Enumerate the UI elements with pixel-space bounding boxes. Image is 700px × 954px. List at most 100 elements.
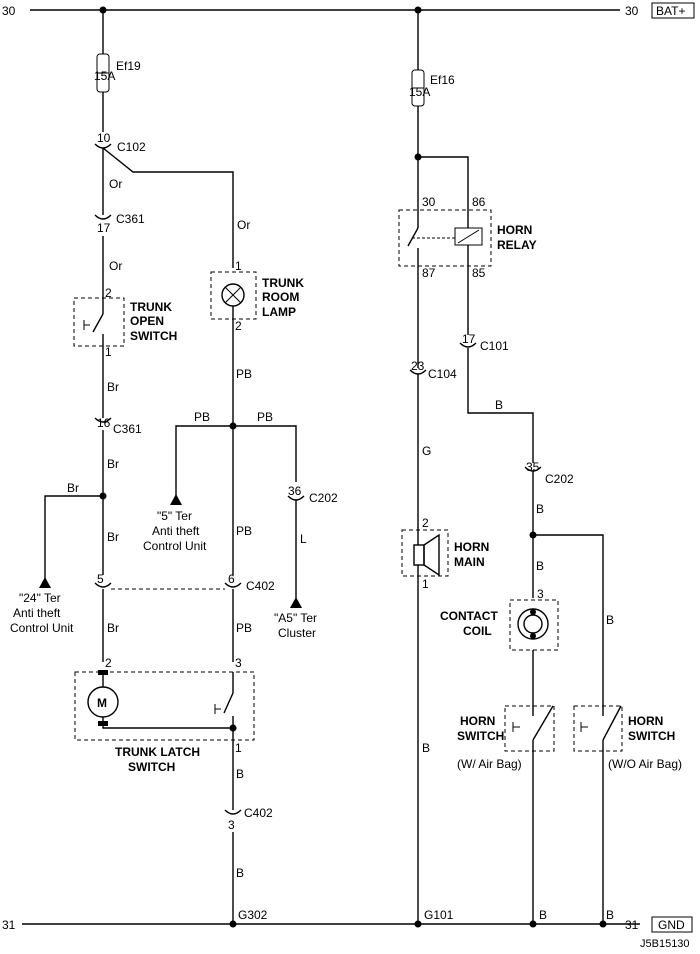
wire-br-5: Br (107, 621, 119, 635)
wire-br-3: Br (67, 481, 79, 495)
terminal-5-anti-theft: "5" Ter Anti theft Control Unit (143, 509, 207, 553)
ter24-line2: Anti theft (13, 606, 61, 620)
tera5-line2: Cluster (278, 626, 316, 640)
latch-pin-switch-bottom: 1 (235, 741, 242, 755)
lamp-label-1: TRUNK (262, 276, 304, 290)
connector-c202-b: 35 C202 (524, 460, 574, 486)
relay-pin-87: 87 (422, 266, 436, 280)
ter24-line3: Control Unit (10, 621, 74, 635)
c202a-pin: 36 (288, 484, 302, 498)
wire-b-2: B (236, 866, 244, 880)
trunk-open-pin-top: 2 (105, 286, 112, 300)
lamp-pin-bottom: 2 (235, 319, 242, 333)
c102-pin: 10 (97, 131, 111, 145)
horn-pin-top: 2 (422, 516, 429, 530)
horn-switch-with-airbag: HORN SWITCH (W/ Air Bag) (457, 705, 555, 771)
c361b-pin: 16 (97, 416, 111, 430)
wire-b-6: B (536, 559, 544, 573)
c361a-pin: 17 (97, 221, 111, 235)
horn-switch-b-label-1: HORN (628, 714, 663, 728)
lamp-pin-top: 1 (235, 259, 242, 273)
c361b-label: C361 (113, 422, 142, 436)
c202b-label: C202 (545, 472, 574, 486)
bat-rail: 30 30 BAT+ (2, 2, 695, 19)
coil-pin: 3 (537, 587, 544, 601)
trunk-open-label-3: SWITCH (130, 329, 177, 343)
figure-code: J5B15130 (640, 938, 690, 950)
ter24-line1: "24" Ter (19, 591, 61, 605)
wire-pb-4: PB (236, 524, 252, 538)
fuse-ef19-amp: 15A (94, 69, 115, 83)
trunk-open-label-1: TRUNK (130, 300, 172, 314)
wire-br-2: Br (107, 457, 119, 471)
relay-pin-86: 86 (472, 195, 486, 209)
wire-or-2: Or (237, 218, 250, 232)
gnd-rail: 31 31 GND J5B15130 (2, 916, 693, 950)
horn-main-label-1: HORN (454, 540, 489, 554)
horn-switch-b-label-2: SWITCH (628, 729, 675, 743)
ground-g302: G302 (238, 908, 268, 922)
wire-or-3: Or (109, 259, 122, 273)
c402a-label: C402 (246, 579, 275, 593)
c104-pin: 23 (411, 359, 425, 373)
c101-pin: 17 (462, 332, 476, 346)
wire-b-3: B (495, 398, 503, 412)
ter5-line1: "5" Ter (157, 509, 192, 523)
trunk-open-switch: 2 1 TRUNK OPEN SWITCH (73, 286, 177, 359)
horn-switch-a-note: (W/ Air Bag) (457, 757, 522, 771)
wire-pb-1: PB (236, 367, 252, 381)
connector-c361-a: 17 C361 (94, 212, 145, 235)
c101-label: C101 (480, 339, 509, 353)
rail-top-left-number: 30 (2, 4, 16, 18)
latch-pin-motor: 2 (105, 656, 112, 670)
c104-label: C104 (428, 367, 457, 381)
horn-switch-b-note: (W/O Air Bag) (608, 757, 682, 771)
horn-main: 2 1 HORN MAIN (401, 516, 489, 591)
trunk-room-lamp: 1 2 TRUNK ROOM LAMP (210, 259, 304, 333)
bat-tag-box (651, 2, 695, 19)
terminal-24-anti-theft: "24" Ter Anti theft Control Unit (10, 591, 74, 635)
connector-c402-a: 5 6 C402 (94, 572, 275, 593)
latch-pin-switch-top: 3 (235, 656, 242, 670)
horn-pin-bottom: 1 (422, 577, 429, 591)
fuse-ef16: Ef16 15A (409, 6, 455, 210)
c402a-pin-right: 6 (228, 572, 235, 586)
trunk-open-pin-bottom: 1 (105, 345, 112, 359)
c402a-pin-left: 5 (97, 572, 104, 586)
wire-b-4: B (422, 741, 430, 755)
relay-pin-85: 85 (472, 266, 486, 280)
trunk-open-label-2: OPEN (130, 314, 164, 328)
c402b-pin: 3 (228, 818, 235, 832)
fuse-ef19: Ef19 15A (94, 6, 141, 132)
horn-main-label-2: MAIN (454, 555, 485, 569)
c402b-label: C402 (244, 806, 273, 820)
c202a-label: C202 (309, 491, 338, 505)
lamp-label-2: ROOM (262, 290, 299, 304)
wire-b-1: B (236, 767, 244, 781)
wire-pb-2: PB (194, 410, 210, 424)
contact-coil-label-1: CONTACT (440, 609, 498, 623)
wire-or-1: Or (109, 177, 122, 191)
horn-relay-label-2: RELAY (497, 238, 537, 252)
wire-b-7: B (606, 613, 614, 627)
rail-top-right-number: 30 (625, 4, 639, 18)
wire-pb-5: PB (236, 621, 252, 635)
contact-coil: 3 CONTACT COIL (440, 587, 559, 651)
connector-c361-b: 16 C361 (94, 416, 142, 436)
rail-bottom-right-number: 31 (625, 918, 639, 932)
connector-c202-a: 36 C202 (287, 484, 338, 505)
bat-tag: BAT+ (656, 4, 685, 18)
rail-bottom-left-number: 31 (2, 918, 16, 932)
terminal-a5-cluster: "A5" Ter Cluster (274, 611, 317, 640)
wire-l-1: L (300, 532, 307, 546)
c102-label: C102 (117, 140, 146, 154)
wire-pb-3: PB (257, 410, 273, 424)
fuse-ef19-label: Ef19 (116, 59, 141, 73)
gnd-tag-box (651, 916, 693, 933)
trunk-latch-switch: 2 3 M 1 TRUNK LATCH SWITCH (74, 656, 255, 774)
wire-b-5: B (536, 502, 544, 516)
connector-c101: 17 C101 (459, 332, 509, 353)
ter5-line3: Control Unit (143, 539, 207, 553)
c361a-label: C361 (116, 212, 145, 226)
